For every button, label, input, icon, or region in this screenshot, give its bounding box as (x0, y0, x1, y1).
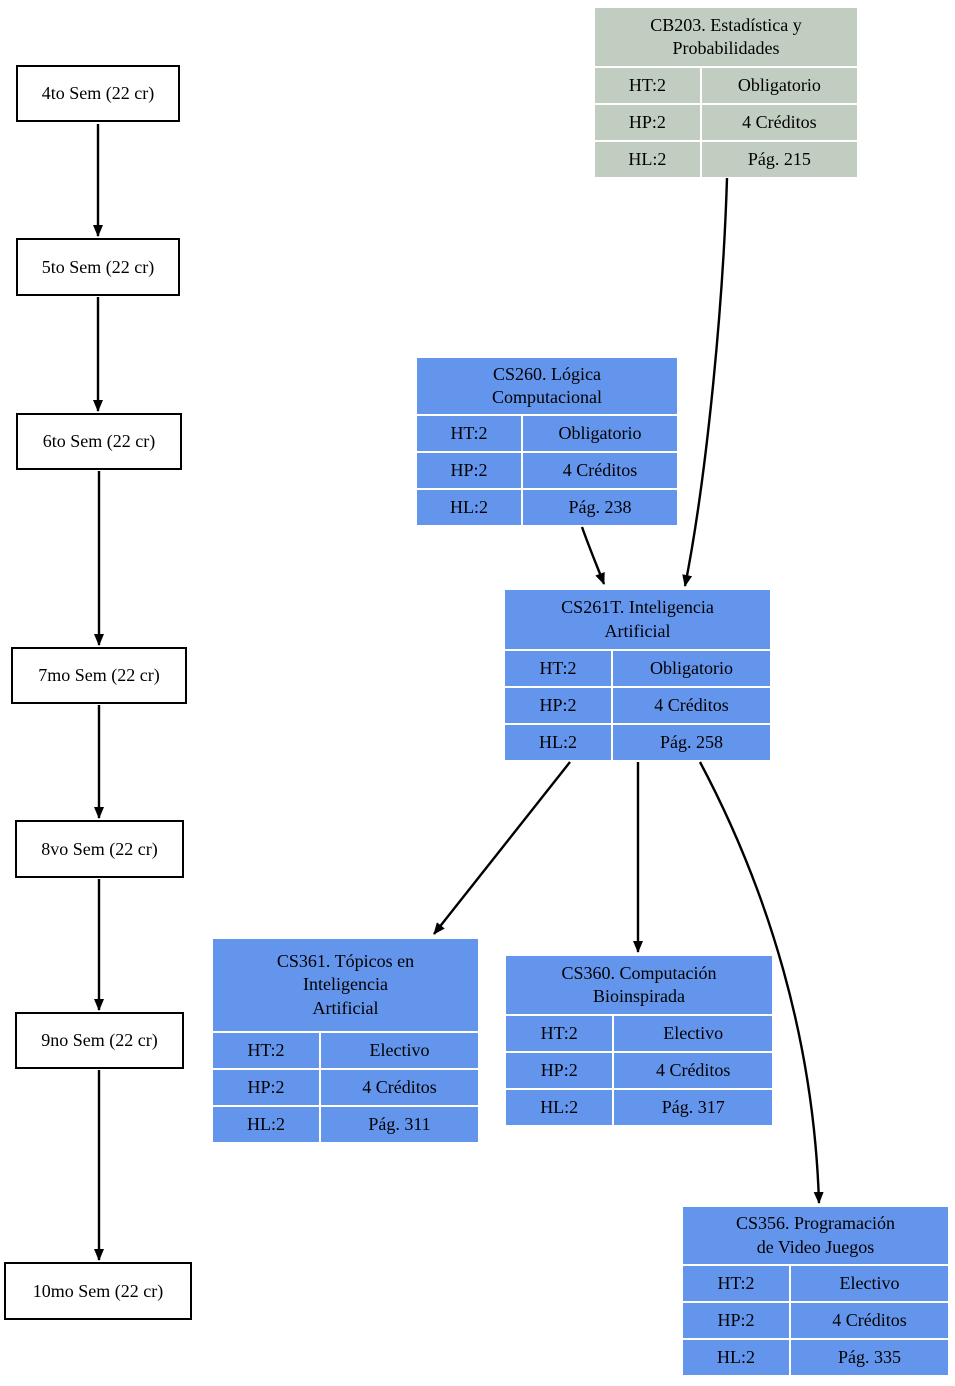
course-row: HT:2 Obligatorio (595, 68, 857, 103)
course-title: CS361. Tópicos en Inteligencia Artificia… (213, 939, 478, 1031)
course-row-key: HP:2 (505, 688, 611, 723)
course-row-value: Electivo (321, 1033, 478, 1068)
course-row-value: Pág. 258 (613, 725, 770, 760)
course-row-value: Electivo (614, 1016, 772, 1051)
course-node-cs260: CS260. Lógica Computacional HT:2 Obligat… (417, 358, 677, 525)
course-row-key: HL:2 (595, 142, 700, 177)
course-row: HL:2 Pág. 258 (505, 725, 770, 760)
semester-label: 4to Sem (22 cr) (41, 83, 155, 103)
course-row: HP:2 4 Créditos (506, 1053, 772, 1088)
semester-label: 7mo Sem (22 cr) (38, 665, 160, 685)
course-node-cs261t: CS261T. Inteligencia Artificial HT:2 Obl… (505, 590, 770, 760)
course-title: CS261T. Inteligencia Artificial (505, 590, 770, 649)
course-node-cs361: CS361. Tópicos en Inteligencia Artificia… (213, 939, 478, 1142)
course-row-value: Obligatorio (613, 651, 770, 686)
course-row-key: HP:2 (506, 1053, 613, 1088)
course-row: HL:2 Pág. 238 (417, 490, 677, 525)
course-row-key: HP:2 (595, 105, 700, 140)
course-title-line: CS261T. Inteligencia (561, 597, 714, 618)
course-row-key: HL:2 (683, 1340, 789, 1375)
course-title-line: Probabilidades (672, 38, 780, 58)
edge-cs261t-cs356 (698, 761, 824, 1204)
course-row: HP:2 4 Créditos (505, 688, 770, 723)
course-row-key: HP:2 (683, 1303, 789, 1338)
course-title-line: CB203. Estadística y (650, 14, 802, 35)
course-row: HT:2 Electivo (506, 1016, 772, 1051)
course-row-key: HL:2 (417, 490, 521, 525)
course-row-value: Electivo (791, 1266, 948, 1301)
course-row-key: HT:2 (595, 68, 700, 103)
course-title-line: CS360. Computación (561, 962, 717, 983)
course-row: HL:2 Pág. 311 (213, 1107, 478, 1142)
course-title-line: CS356. Programación (736, 1213, 895, 1234)
course-row-key: HT:2 (683, 1266, 789, 1301)
course-node-cs360: CS360. Computación Bioinspirada HT:2 Ele… (506, 956, 772, 1125)
course-node-cs356: CS356. Programación de Video Juegos HT:2… (683, 1207, 948, 1375)
course-title-line: Inteligencia (303, 974, 388, 995)
course-row-value: 4 Créditos (523, 453, 677, 488)
edge-cs261t-cs361 (433, 761, 571, 935)
course-row-value: Pág. 317 (614, 1090, 772, 1125)
course-row-key: HT:2 (505, 651, 611, 686)
course-row-value: 4 Créditos (321, 1070, 478, 1105)
course-row-value: 4 Créditos (613, 688, 770, 723)
semester-label: 5to Sem (22 cr) (41, 256, 155, 277)
edge-cs260-cs261t (580, 526, 606, 585)
course-row-value: Pág. 238 (523, 490, 677, 525)
course-row: HT:2 Obligatorio (417, 416, 677, 451)
course-row-value: Obligatorio (523, 416, 677, 451)
course-row-value: Pág. 311 (321, 1107, 478, 1142)
course-title-line: CS361. Tópicos en (276, 951, 415, 972)
course-row: HP:2 4 Créditos (213, 1070, 478, 1105)
course-row-key: HL:2 (213, 1107, 319, 1142)
course-title-line: Computacional (492, 387, 602, 407)
course-row-value: 4 Créditos (614, 1053, 772, 1088)
course-row-value: Obligatorio (701, 68, 857, 103)
course-row: HT:2 Electivo (683, 1266, 948, 1301)
semester-node-8vo: 8vo Sem (22 cr) (15, 820, 184, 878)
edge-cb203-cs261t (682, 177, 729, 587)
course-row-key: HT:2 (417, 416, 521, 451)
course-row-key: HT:2 (506, 1016, 613, 1051)
semester-label: 10mo Sem (22 cr) (32, 1280, 164, 1301)
course-row-key: HL:2 (505, 725, 611, 760)
semester-node-10mo: 10mo Sem (22 cr) (4, 1262, 192, 1320)
semester-node-4to: 4to Sem (22 cr) (16, 65, 180, 122)
course-title-line: de Video Juegos (756, 1236, 875, 1257)
course-row: HP:2 4 Créditos (417, 453, 677, 488)
semester-label: 6to Sem (22 cr) (42, 431, 156, 451)
course-row: HL:2 Pág. 335 (683, 1340, 948, 1375)
course-title: CS356. Programación de Video Juegos (683, 1207, 948, 1264)
course-row-key: HL:2 (506, 1090, 613, 1125)
course-row-value: 4 Créditos (791, 1303, 948, 1338)
course-row: HL:2 Pág. 317 (506, 1090, 772, 1125)
semester-node-5to: 5to Sem (22 cr) (16, 238, 180, 296)
course-row: HT:2 Obligatorio (505, 651, 770, 686)
course-node-cb203: CB203. Estadística y Probabilidades HT:2… (595, 8, 857, 177)
course-title: CS360. Computación Bioinspirada (506, 956, 772, 1014)
semester-label: 9no Sem (22 cr) (41, 1030, 158, 1050)
course-row: HP:2 4 Créditos (683, 1303, 948, 1338)
course-row-key: HT:2 (213, 1033, 319, 1068)
semester-node-7mo: 7mo Sem (22 cr) (11, 647, 187, 704)
course-title-line: Artificial (312, 997, 379, 1018)
course-row: HL:2 Pág. 215 (595, 142, 857, 177)
semester-node-9no: 9no Sem (22 cr) (15, 1012, 184, 1069)
course-title-line: CS260. Lógica (493, 363, 601, 384)
course-row-key: HP:2 (417, 453, 521, 488)
course-row: HT:2 Electivo (213, 1033, 478, 1068)
course-row-value: 4 Créditos (701, 105, 857, 140)
course-row-key: HP:2 (213, 1070, 319, 1105)
course-row-value: Pág. 335 (791, 1340, 948, 1375)
semester-node-6to: 6to Sem (22 cr) (16, 413, 182, 470)
course-title: CB203. Estadística y Probabilidades (595, 8, 857, 66)
course-row-value: Pág. 215 (701, 142, 857, 177)
course-title-line: Bioinspirada (593, 986, 685, 1006)
course-title-line: Artificial (604, 620, 671, 641)
course-row: HP:2 4 Créditos (595, 105, 857, 140)
semester-label: 8vo Sem (22 cr) (41, 838, 158, 859)
course-title: CS260. Lógica Computacional (417, 358, 677, 414)
